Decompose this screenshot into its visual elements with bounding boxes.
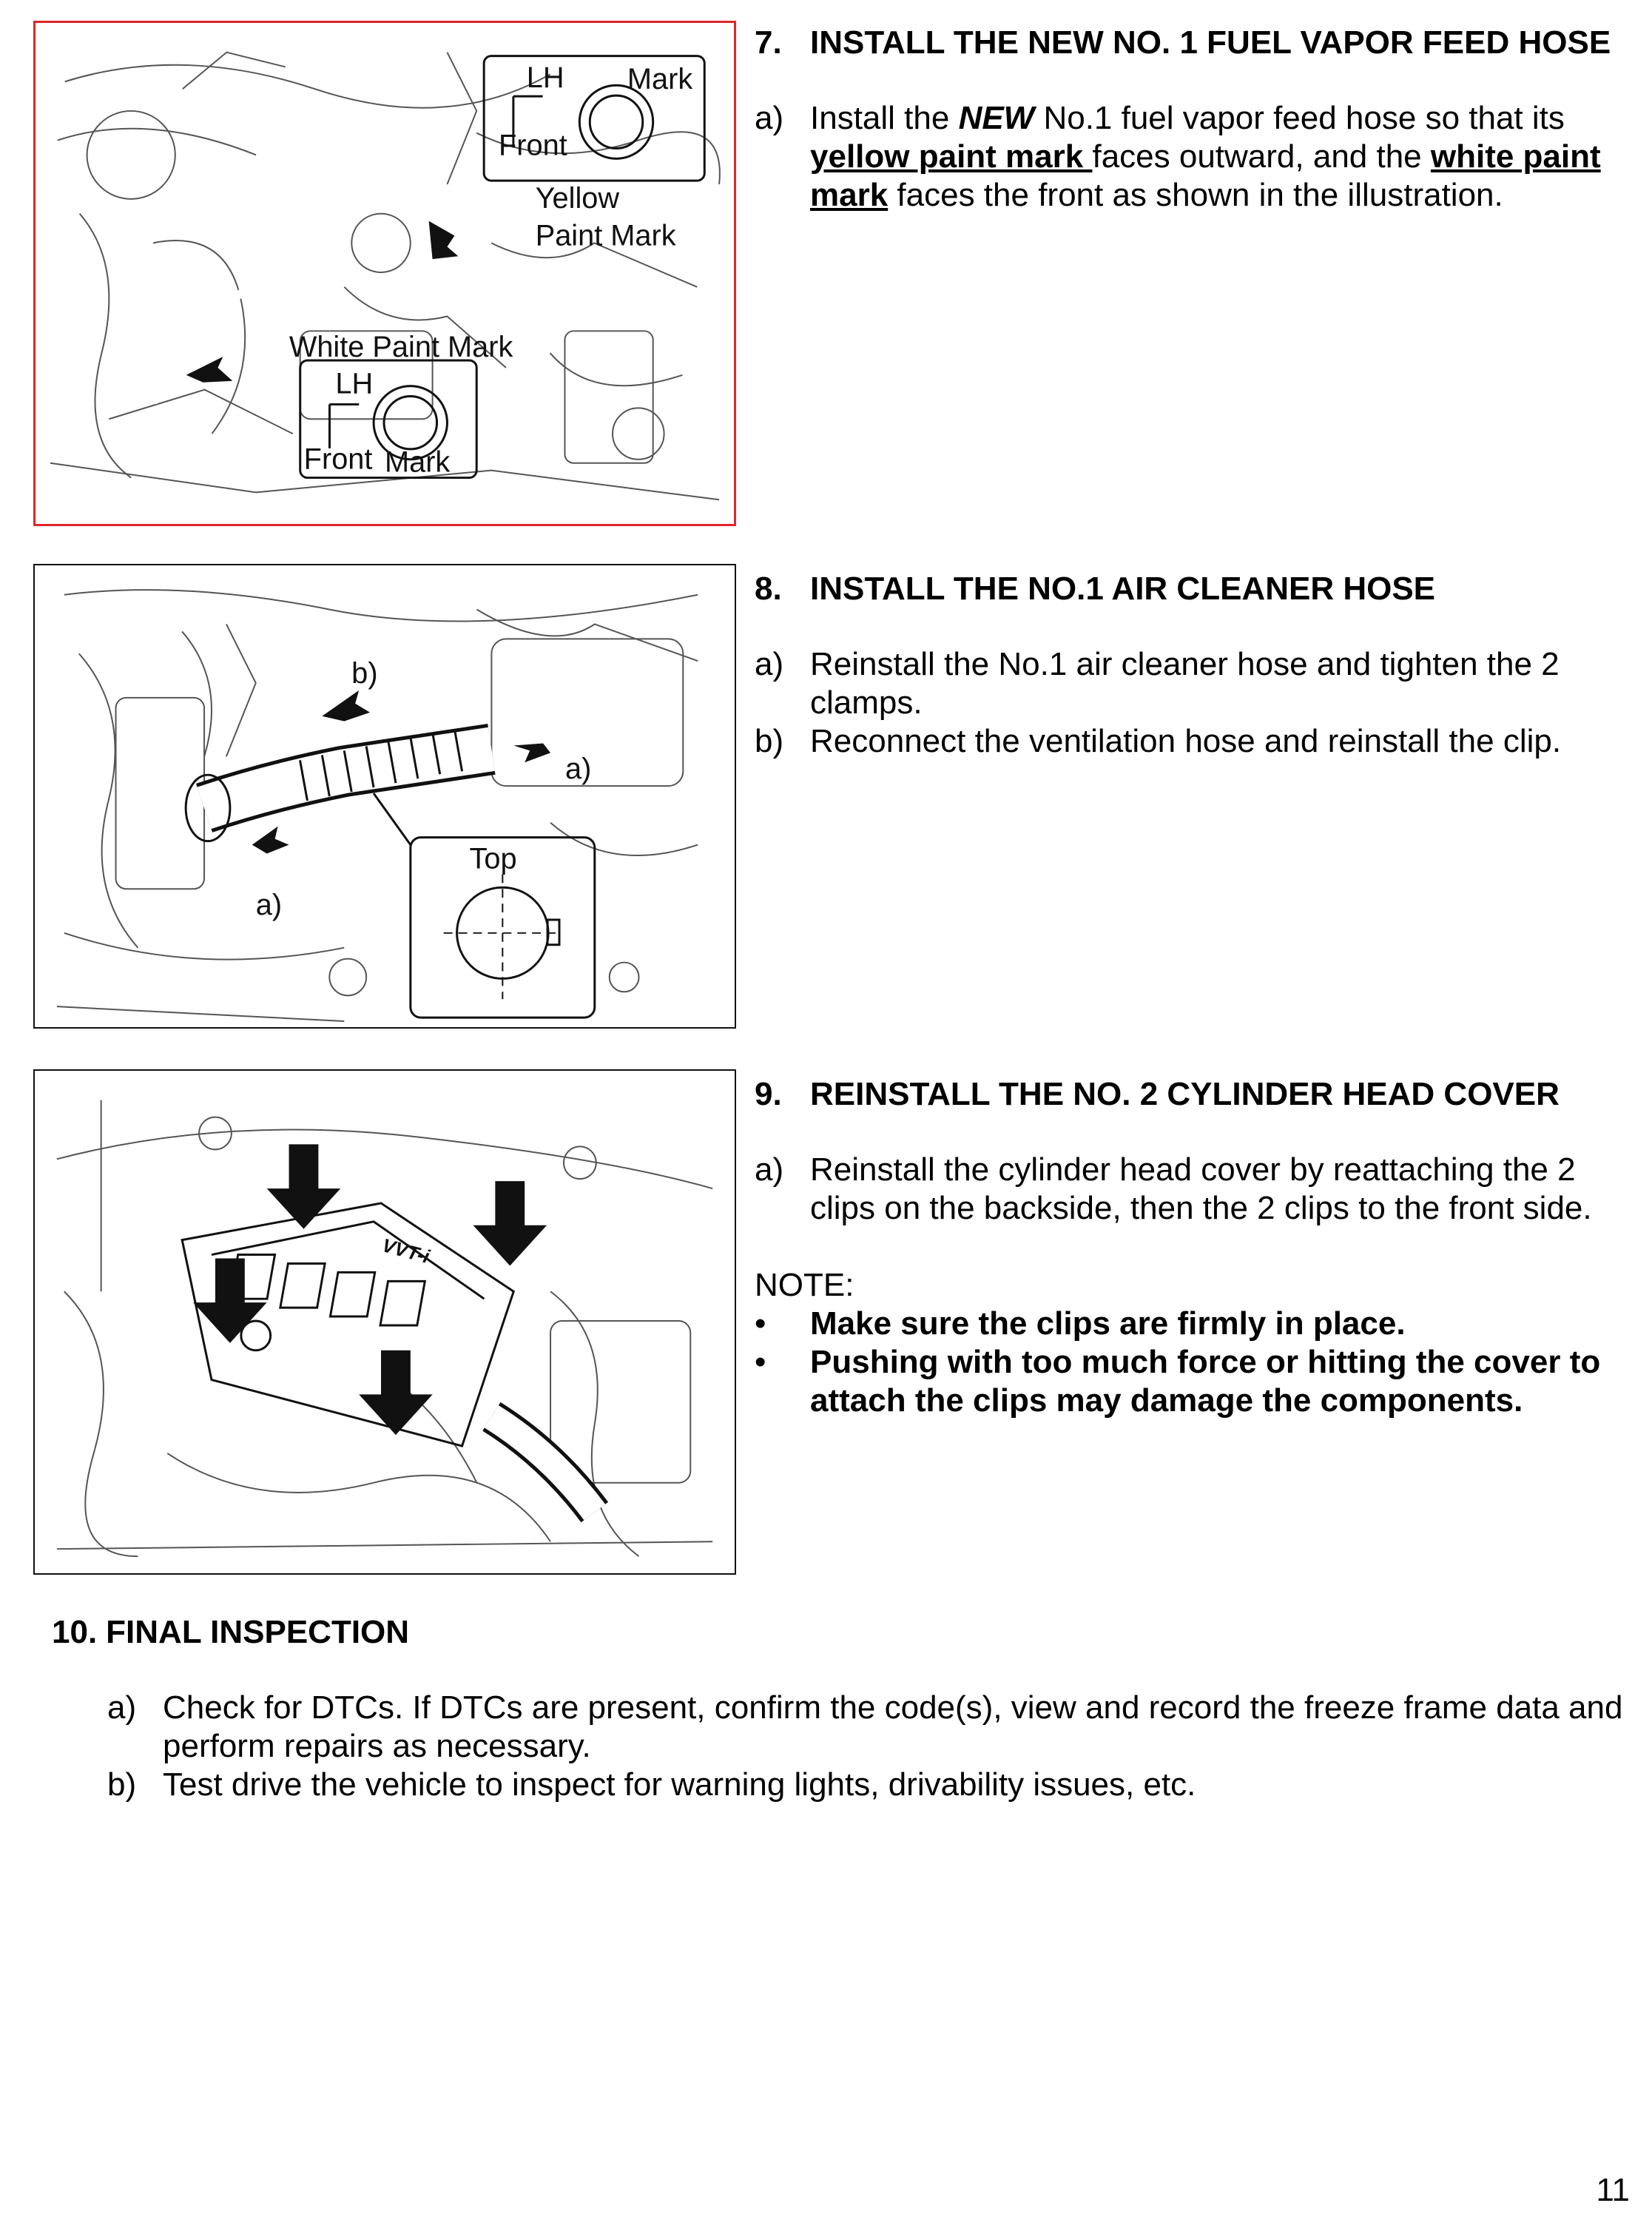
step-label: b) (755, 723, 784, 759)
step-10a: a) Check for DTCs. If DTCs are present, … (107, 1689, 1642, 1766)
engine-illustration-cover (56, 1100, 713, 1558)
section-number: 8. (755, 571, 782, 607)
section-heading: REINSTALL THE NO. 2 CYLINDER HEAD COVER (810, 1076, 1560, 1112)
section-heading: FINAL INSPECTION (106, 1614, 410, 1650)
step-text: Check for DTCs. If DTCs are present, con… (163, 1689, 1623, 1764)
bullet-glyph: • (755, 1305, 766, 1342)
note-text: Pushing with too much force or hitting t… (810, 1344, 1601, 1419)
label-a-left: a) (256, 889, 282, 921)
section-heading: INSTALL THE NO.1 AIR CLEANER HOSE (810, 571, 1436, 607)
label-b: b) (351, 657, 377, 690)
note-bullet: • Pushing with too much force or hitting… (755, 1343, 1642, 1420)
section-8: 8. INSTALL THE NO.1 AIR CLEANER HOSE a) … (755, 570, 1642, 761)
label-mark-2: Mark (385, 446, 450, 479)
text-run: No.1 fuel vapor feed hose so that its (1034, 100, 1565, 136)
label-yellow: Yellow (536, 182, 620, 215)
text-run: faces the front as shown in the illustra… (888, 177, 1503, 213)
engine-illustration-air-hose (56, 589, 698, 1023)
section-7: 7. INSTALL THE NEW NO. 1 FUEL VAPOR FEED… (755, 24, 1642, 215)
step-text: Install the NEW No.1 fuel vapor feed hos… (810, 99, 1642, 215)
step-label: a) (755, 100, 784, 136)
figure-fuel-vapor-hose: LH Front Mark Yellow Paint Mark White Pa… (33, 21, 736, 526)
label-white-paint-mark: White Paint Mark (289, 331, 513, 363)
emphasis-white-paint-mark: white paint mark (810, 138, 1601, 213)
label-mark: Mark (627, 63, 692, 95)
section-10-title: 10. FINAL INSPECTION (52, 1613, 1642, 1652)
section-heading: INSTALL THE NEW NO. 1 FUEL VAPOR FEED HO… (810, 24, 1611, 61)
figure-8-labels: b) a) a) Top (256, 657, 592, 921)
step-text: Reinstall the cylinder head cover by rea… (810, 1151, 1592, 1226)
section-number: 9. (755, 1076, 782, 1112)
step-8a: a) Reinstall the No.1 air cleaner hose a… (755, 645, 1642, 722)
step-8b: b) Reconnect the ventilation hose and re… (755, 722, 1642, 761)
bullet-glyph: • (755, 1344, 766, 1380)
note-text: Make sure the clips are firmly in place. (810, 1305, 1406, 1342)
figure-7-labels: LH Front Mark Yellow Paint Mark White Pa… (289, 61, 693, 479)
label-front-2: Front (304, 443, 373, 476)
step-text: Test drive the vehicle to inspect for wa… (163, 1766, 1196, 1803)
section-8-title: 8. INSTALL THE NO.1 AIR CLEANER HOSE (755, 570, 1642, 608)
step-text: Reconnect the ventilation hose and reins… (810, 723, 1562, 759)
figure-cylinder-head-cover: VVT-i (33, 1069, 736, 1575)
step-label: b) (107, 1766, 137, 1803)
step-9a: a) Reinstall the cylinder head cover by … (755, 1151, 1642, 1228)
note-bullet: • Make sure the clips are firmly in plac… (755, 1305, 1642, 1343)
step-label: a) (755, 646, 784, 682)
emphasis-new: NEW (958, 100, 1035, 136)
text-run: faces outward, and the (1092, 138, 1431, 175)
section-9: 9. REINSTALL THE NO. 2 CYLINDER HEAD COV… (755, 1075, 1642, 1420)
label-vvti-logo: VVT-i (380, 1235, 432, 1268)
section-10: 10. FINAL INSPECTION a) Check for DTCs. … (52, 1613, 1642, 1804)
note-heading: NOTE: (755, 1267, 854, 1303)
section-9-title: 9. REINSTALL THE NO. 2 CYLINDER HEAD COV… (755, 1075, 1642, 1114)
label-a-right: a) (565, 753, 591, 785)
step-10b: b) Test drive the vehicle to inspect for… (107, 1766, 1642, 1804)
label-front: Front (499, 129, 567, 161)
step-text: Reinstall the No.1 air cleaner hose and … (810, 646, 1560, 721)
label-lh-2: LH (335, 368, 373, 400)
section-7-title: 7. INSTALL THE NEW NO. 1 FUEL VAPOR FEED… (755, 24, 1642, 62)
label-paint-mark: Paint Mark (536, 219, 676, 252)
engine-illustration-hose (50, 51, 721, 501)
emphasis-yellow-paint-mark: yellow paint mark (810, 138, 1093, 175)
text-run: Install the (810, 100, 959, 136)
step-7a: a) Install the NEW No.1 fuel vapor feed … (755, 99, 1642, 215)
step-label: a) (107, 1689, 137, 1726)
figure-air-cleaner-hose: b) a) a) Top (33, 564, 736, 1029)
page-number: 11 (1596, 2172, 1630, 2208)
step-label: a) (755, 1151, 784, 1188)
section-number: 10. (52, 1614, 98, 1650)
figure-9-labels: VVT-i (380, 1235, 432, 1268)
section-number: 7. (755, 24, 782, 61)
label-lh: LH (527, 61, 564, 94)
label-top: Top (470, 842, 517, 875)
